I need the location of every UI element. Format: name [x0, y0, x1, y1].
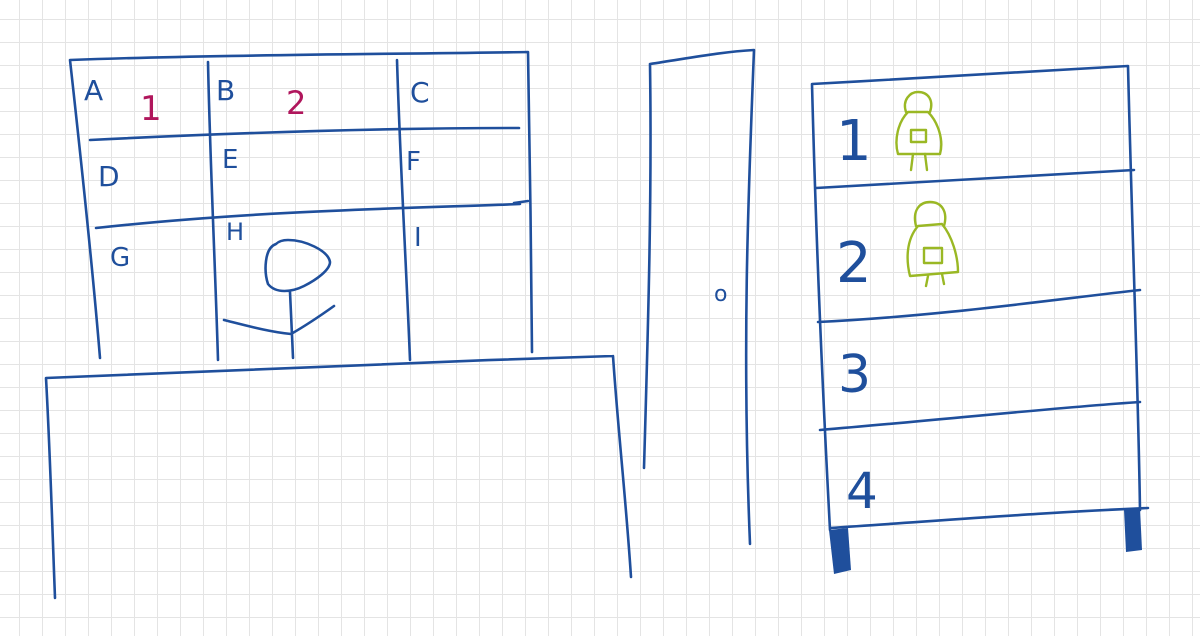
shelf-number-4: 4	[846, 462, 878, 520]
door: o	[642, 48, 756, 546]
cell-number-2: 2	[286, 84, 306, 122]
door-outline	[642, 48, 756, 546]
cell-letter-i: I	[414, 223, 422, 253]
grid-board-outline	[68, 50, 534, 360]
cell-letter-h: H	[226, 218, 244, 246]
grid-line-h2	[94, 202, 522, 230]
shelf-divider-2	[816, 288, 1142, 324]
grid-line-h2-tick	[512, 199, 530, 205]
bunk-frame	[810, 64, 1150, 532]
cell-letter-g: G	[110, 243, 130, 273]
shelf-divider-1	[814, 168, 1136, 190]
grid-line-v2	[395, 58, 412, 362]
desk-outline	[44, 354, 633, 600]
cell-letter-e: E	[222, 145, 238, 175]
bunk-leg-left	[829, 528, 851, 574]
shelf-number-3: 3	[838, 345, 871, 405]
person-icon	[906, 200, 960, 288]
cell-letter-b: B	[216, 74, 235, 107]
cell-letter-c: C	[410, 76, 430, 109]
lollipop-tree-icon	[222, 238, 336, 360]
bunk-leg-right	[1124, 508, 1142, 552]
person-icon	[895, 90, 943, 172]
door-knob-label: o	[714, 282, 727, 307]
grid-line-h1	[88, 126, 521, 142]
grid-line-v1	[206, 60, 220, 362]
bunk-shelf-unit: 1 2 3 4	[810, 64, 1150, 574]
cell-letter-f: F	[406, 147, 421, 177]
shelf-number-1: 1	[836, 109, 872, 174]
shelf-divider-3	[818, 400, 1142, 432]
letter-grid-board: A 1 B 2 C D E F G H I	[68, 50, 534, 362]
cell-letter-a: A	[84, 74, 103, 107]
cell-letter-d: D	[98, 160, 120, 193]
cell-number-1: 1	[140, 89, 162, 129]
shelf-number-2: 2	[836, 231, 872, 296]
